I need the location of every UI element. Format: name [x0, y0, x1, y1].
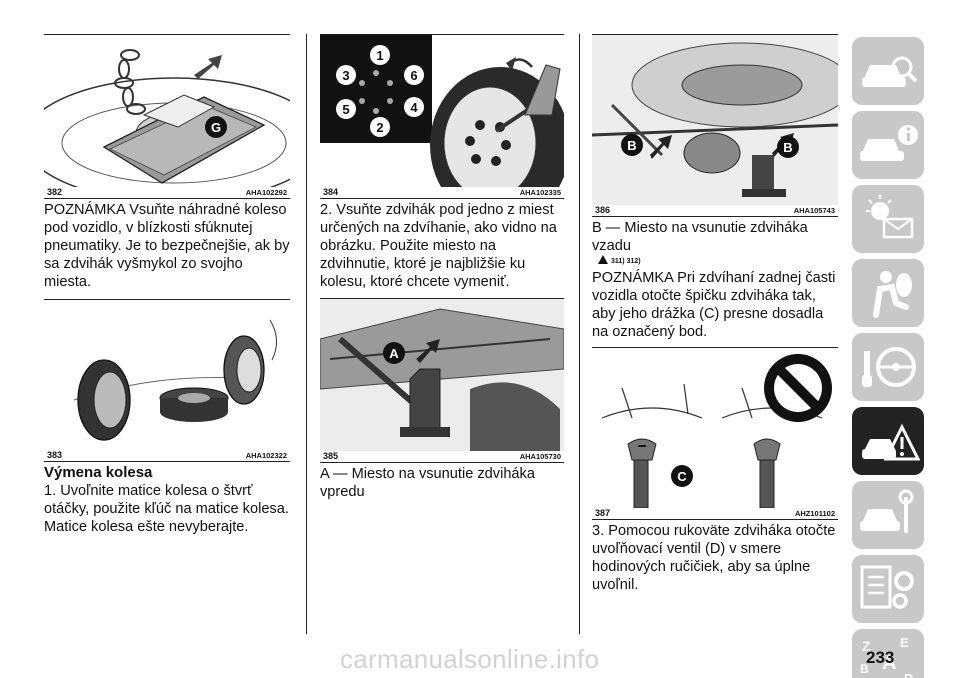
warning-references: 311) 312): [598, 255, 838, 267]
tab-car-service[interactable]: [852, 481, 924, 549]
car-service-icon: [860, 489, 914, 533]
figure-caption-383: 383 AHA102322: [44, 450, 290, 462]
section-heading: Výmena kolesa: [44, 464, 153, 481]
steering-wheel-key-icon: [862, 347, 916, 387]
svg-text:C: C: [868, 675, 878, 678]
figure-number: 382: [47, 187, 63, 197]
callout-b: [777, 136, 799, 158]
page-number: 233: [866, 648, 895, 667]
watermark: carmanualsonline.info: [340, 644, 600, 674]
jack-groove-illustration: C: [601, 354, 832, 508]
chapter-tabs: Z E A B C T D: [852, 37, 924, 678]
tab-airbag-seat[interactable]: [852, 259, 924, 327]
car-info-icon: [860, 125, 918, 161]
airbag-seat-icon: [873, 271, 912, 318]
spare-wheel-illustration: G: [44, 49, 290, 187]
column-left: G 382 AHA102292 POZNÁMKA Vsuňte náhradné…: [44, 34, 290, 536]
svg-text:E: E: [900, 635, 909, 650]
figure-code: AHA102322: [245, 451, 287, 460]
svg-text:B: B: [627, 138, 636, 153]
figure-code: AHA102335: [519, 188, 561, 197]
callout-a: [383, 342, 405, 364]
figure-382: G: [44, 34, 290, 187]
figure-code: AHA105730: [519, 452, 561, 461]
svg-text:G: G: [211, 120, 221, 135]
separator: [320, 298, 564, 299]
warning-lights-icon: [866, 195, 914, 239]
column-middle: 1 2 3 4 5 6 384 AHA102335 2. Vsuňte zdvi…: [320, 34, 564, 501]
wheels-illustration: [73, 319, 277, 441]
warning-triangle-icon: [598, 255, 608, 264]
svg-text:4: 4: [410, 100, 418, 115]
column-right: B B 386 AHA105743 B — Miesto na vsunutie…: [592, 34, 838, 594]
step-1: 1. Uvoľnite matice kolesa o štvrť otáčky…: [44, 483, 289, 535]
tab-emergency-active[interactable]: [852, 407, 924, 475]
figure-386: B B: [592, 34, 838, 205]
svg-text:1: 1: [376, 48, 383, 63]
separator: [592, 347, 838, 348]
tab-car-search[interactable]: [852, 37, 924, 105]
figure-caption-382: 382 AHA102292: [44, 187, 290, 199]
figure-caption-386: 386 AHA105743: [592, 205, 838, 217]
chain-icon: [114, 49, 146, 115]
svg-text:3: 3: [342, 68, 349, 83]
figure-384: 1 2 3 4 5 6: [320, 34, 564, 187]
car-emergency-icon: [862, 423, 920, 461]
car-search-icon: [862, 56, 918, 87]
front-jack-illustration: A: [320, 299, 564, 451]
svg-text:A: A: [389, 346, 399, 361]
column-rule: [306, 34, 307, 634]
caption-rear-jack-point: B — Miesto na vsunutie zdviháka vzadu: [592, 220, 808, 254]
callout-c: [671, 465, 693, 487]
figure-code: AHZ101102: [794, 509, 835, 518]
figure-387: C: [592, 348, 838, 508]
tab-warning-lights[interactable]: [852, 185, 924, 253]
figure-caption-384: 384 AHA102335: [320, 187, 564, 199]
figure-code: AHA105743: [793, 206, 835, 215]
column-rule: [579, 34, 580, 634]
specs-gear-icon: [860, 565, 914, 609]
tab-specs[interactable]: [852, 555, 924, 623]
figure-number: 384: [323, 187, 339, 197]
figure-code: AHA102292: [245, 188, 287, 197]
note-rear-lift: POZNÁMKA Pri zdvíhaní zadnej časti vozid…: [592, 270, 836, 340]
tab-car-info[interactable]: [852, 111, 924, 179]
index-letters-icon: Z E A B C T D: [860, 635, 913, 678]
figure-caption-387: 387 AHZ101102: [592, 508, 838, 520]
figure-caption-385: 385 AHA105730: [320, 451, 564, 463]
figure-383: [44, 300, 290, 450]
svg-text:2: 2: [376, 120, 383, 135]
note-spare-wheel: POZNÁMKA Vsuňte náhradné koleso pod vozi…: [44, 202, 290, 290]
callout-g: [205, 116, 227, 138]
callout-b: [621, 134, 643, 156]
caption-front-jack-point: A — Miesto na vsunutie zdviháka vpredu: [320, 466, 535, 500]
step-2: 2. Vsuňte zdvihák pod jedno z miest urče…: [320, 202, 557, 290]
figure-385: A: [320, 299, 564, 451]
tab-index[interactable]: Z E A B C T D: [852, 629, 924, 678]
tab-steering-key[interactable]: [852, 333, 924, 401]
arrow-icon: [194, 55, 222, 79]
wheel-nut-illustration: 1 2 3 4 5 6: [320, 35, 564, 187]
rear-jack-illustration: B B: [592, 35, 838, 205]
prohibited-icon: [764, 354, 832, 422]
figure-number: 387: [595, 508, 611, 518]
svg-text:C: C: [677, 469, 687, 484]
step-3: 3. Pomocou rukoväte zdviháka otočte uvoľ…: [592, 523, 836, 593]
svg-text:Z: Z: [862, 638, 871, 654]
svg-text:6: 6: [410, 68, 417, 83]
svg-text:A: A: [882, 652, 896, 674]
svg-text:B: B: [783, 140, 792, 155]
svg-text:D: D: [904, 671, 913, 678]
svg-text:B: B: [860, 662, 869, 676]
figure-number: 383: [47, 450, 63, 460]
figure-number: 386: [595, 205, 611, 215]
figure-number: 385: [323, 451, 339, 461]
svg-text:5: 5: [342, 102, 349, 117]
separator: [44, 299, 290, 300]
